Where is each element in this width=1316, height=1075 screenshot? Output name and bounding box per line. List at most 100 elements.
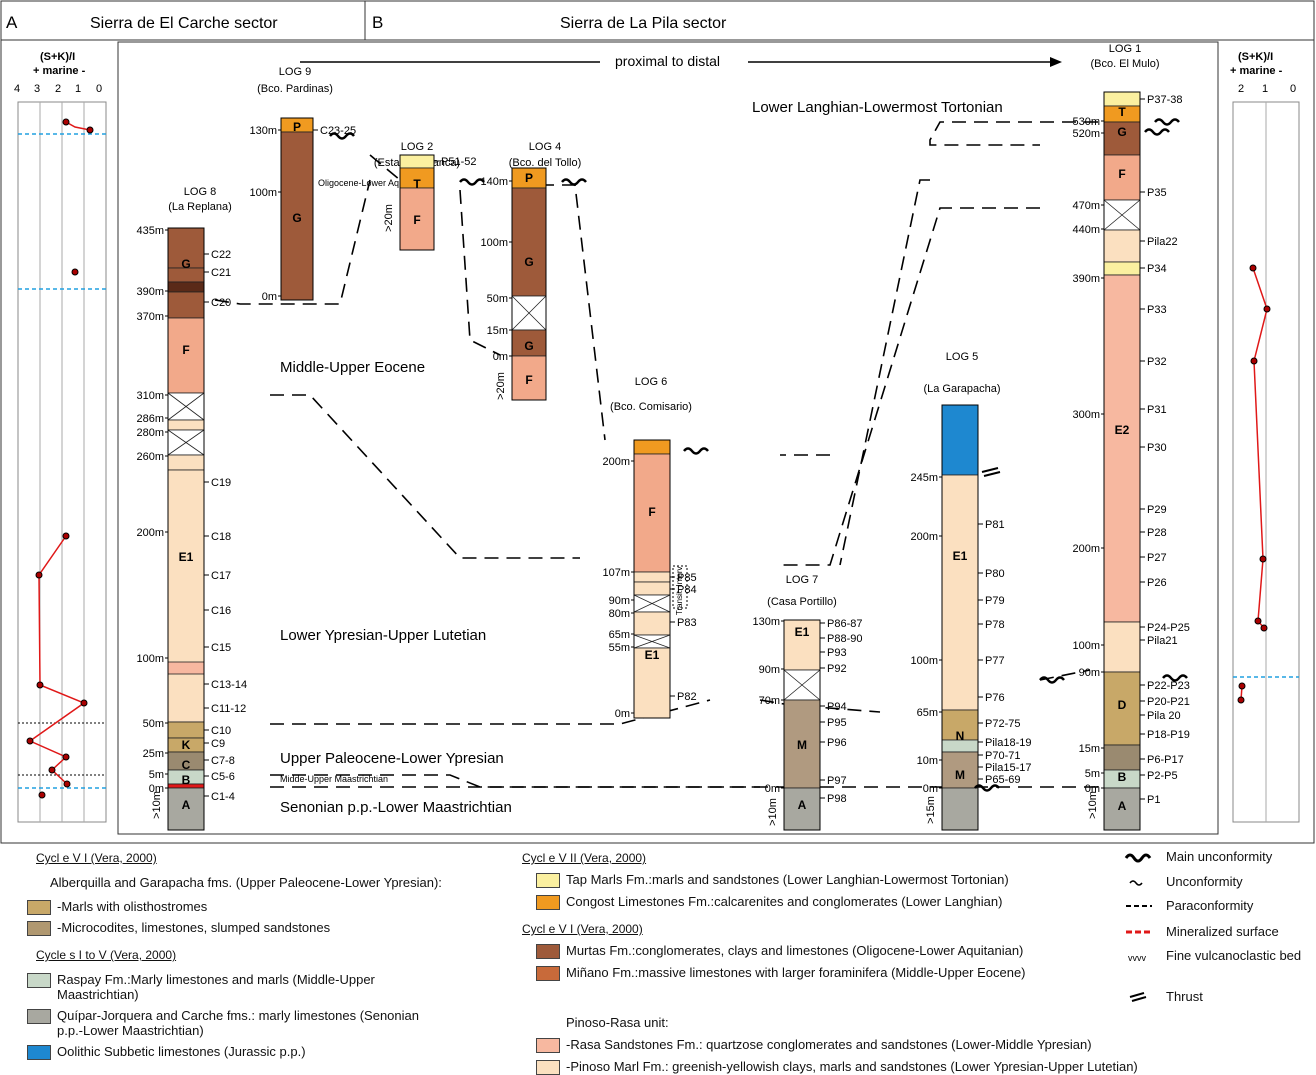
legend-cycle6-title: Alberquilla and Garapacha fms. (Upper Pa… (50, 875, 442, 890)
sample-label: P1 (1147, 794, 1160, 806)
layer-band (167, 661, 205, 675)
gap-cross (633, 634, 671, 649)
layer-band (633, 581, 671, 596)
log-outline (167, 227, 205, 831)
index-title-left: (S+K)/I (40, 51, 75, 63)
sample-label: P29 (1147, 504, 1167, 516)
unconformity-icon (683, 447, 709, 455)
sample-label: C16 (211, 605, 231, 617)
legend-symbols-icons: vvvv (1124, 853, 1152, 1002)
sample-label: P28 (1147, 527, 1167, 539)
unit-label: N (956, 729, 965, 743)
thrust-icon (981, 467, 1001, 477)
unit-label: P (525, 171, 533, 185)
direction-label: proximal to distal (615, 53, 720, 69)
depth-label: 15m (487, 325, 508, 337)
log-place: (Bco. del Tollo) (509, 157, 582, 169)
depth-label: 70m (759, 695, 780, 707)
depth-label: 520m (1072, 128, 1100, 140)
log-place: (Bco. El Mulo) (1090, 58, 1159, 70)
sample-label: P6-P17 (1147, 754, 1184, 766)
unit-label: F (1118, 167, 1125, 181)
sample-label: Pila18-19 (985, 737, 1031, 749)
index-points-left (26, 118, 94, 799)
swatch-pinoso (536, 1060, 560, 1075)
legend-symbol-2: Paraconformity (1166, 898, 1254, 913)
transit-label: Transit. Interv. (675, 565, 684, 615)
swatch-microcodites (27, 921, 51, 936)
depth-label: 0m (149, 783, 164, 795)
depth-label: 5m (1085, 768, 1100, 780)
sample-label: Pila 20 (1147, 710, 1181, 722)
unit-label: G (1117, 125, 1126, 139)
depth-label: 200m (136, 527, 164, 539)
sample-label: P72-75 (985, 718, 1020, 730)
depth-label: 130m (249, 125, 277, 137)
log-name: LOG 8 (184, 186, 216, 198)
sample-label: C10 (211, 725, 231, 737)
index-ticks-right: 2 1 0 (1238, 83, 1296, 95)
age-label-ypresian: Lower Ypresian-Upper Lutetian (280, 627, 486, 644)
log-outline (280, 117, 314, 301)
depth-label: 530m (1072, 116, 1100, 128)
depth-label: >10m (1087, 791, 1099, 819)
tick-left-3: 3 (34, 83, 40, 95)
layer-band (167, 419, 205, 431)
depth-label: 90m (609, 595, 630, 607)
sample-label: P2-P5 (1147, 770, 1178, 782)
legend-cycle6-item-0: -Marls with olisthostromes (57, 899, 208, 914)
depth-label: 300m (1072, 409, 1100, 421)
log-place: (Bco. Pardinas) (257, 83, 333, 95)
log-name: LOG 2 (401, 141, 433, 153)
legend-cycle7-item-1: Congost Limestones Fm.:calcarenites and … (566, 894, 1003, 909)
gap-cross (167, 429, 205, 456)
unit-label: M (955, 768, 965, 782)
unit-label: G (181, 257, 190, 271)
gap-cross (1103, 199, 1141, 231)
unit-label: K (182, 738, 191, 752)
swatch-minano (536, 966, 560, 981)
depth-label: 65m (609, 629, 630, 641)
depth-label: >20m (495, 372, 507, 400)
main-panel (117, 41, 1219, 835)
layer-band (167, 281, 205, 293)
unit-label: T (413, 177, 421, 191)
index-ticks-left: 4 3 2 1 0 (14, 83, 102, 95)
layer-band (399, 187, 435, 251)
layer-band (1103, 121, 1141, 156)
depth-label: 90m (759, 664, 780, 676)
legend-cycle1-item-1: Quípar-Jorquera and Carche fms.: marly l… (57, 1008, 419, 1038)
unit-label: E1 (795, 625, 810, 639)
depth-label: 80m (609, 608, 630, 620)
log-outline (783, 619, 821, 831)
unit-label: E1 (645, 648, 660, 662)
log-log6: LOG 6(Bco. Comisario)200m107m90m80m65m55… (602, 376, 696, 720)
sample-label: P51-52 (441, 156, 476, 168)
layer-band (1103, 229, 1141, 263)
layer-band (399, 154, 435, 169)
layer-band (1103, 261, 1141, 276)
index-points-right (1237, 264, 1271, 704)
index-curve-left-top (65, 121, 91, 131)
tick-left-4: 4 (14, 83, 20, 95)
sample-label: P98 (827, 793, 847, 805)
depth-label: 140m (480, 176, 508, 188)
unit-label: B (182, 773, 191, 787)
layer-band (167, 317, 205, 394)
depth-label: 65m (917, 707, 938, 719)
sample-label: P33 (1147, 304, 1167, 316)
depth-label: 280m (136, 427, 164, 439)
sample-label: P30 (1147, 442, 1167, 454)
log-name: LOG 1 (1109, 43, 1141, 55)
unit-label: G (524, 255, 533, 269)
layer-band (941, 787, 979, 831)
direction-arrow-icon (1050, 57, 1062, 67)
depth-label: 107m (602, 567, 630, 579)
sample-label: C20 (211, 297, 231, 309)
depth-label: 55m (609, 642, 630, 654)
depth-label: >10m (151, 791, 163, 819)
sample-label: P35 (1147, 187, 1167, 199)
panel-a-letter: A (6, 13, 18, 32)
sample-label: P79 (985, 595, 1005, 607)
sample-label: C13-14 (211, 679, 247, 691)
